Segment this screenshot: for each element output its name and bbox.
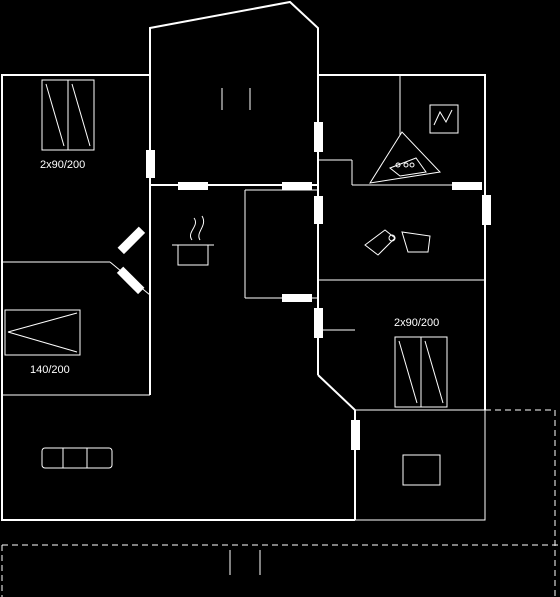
shower-icon [368, 131, 442, 184]
sofa-icon [41, 447, 113, 469]
bed-size-label: 2x90/200 [394, 317, 439, 329]
door-marker [146, 150, 155, 178]
bed-size-label: 140/200 [30, 364, 70, 376]
toilet-icon [364, 229, 431, 256]
door-marker [116, 266, 145, 295]
interior-walls [2, 75, 485, 520]
wardrobe-icon [221, 88, 251, 110]
double-bed-icon [4, 309, 81, 356]
door-marker [482, 195, 491, 225]
twin-single-beds-icon [41, 79, 95, 151]
table-icon [402, 454, 441, 486]
terrace [1, 409, 560, 597]
door-marker [314, 308, 323, 338]
door-marker [282, 294, 312, 302]
door-marker [282, 182, 312, 190]
door-marker [351, 420, 360, 450]
door-marker [314, 196, 323, 224]
door-marker [314, 122, 323, 152]
outer-walls [1, 0, 486, 521]
terrace-posts [229, 550, 261, 575]
twin-single-beds-icon [394, 336, 448, 408]
stove-pot-icon [172, 215, 214, 266]
door-marker [178, 182, 208, 190]
door-marker [117, 226, 146, 255]
bed-size-label: 2x90/200 [40, 159, 85, 171]
sink-icon [429, 104, 459, 134]
door-marker [452, 182, 482, 190]
doors [116, 122, 491, 450]
